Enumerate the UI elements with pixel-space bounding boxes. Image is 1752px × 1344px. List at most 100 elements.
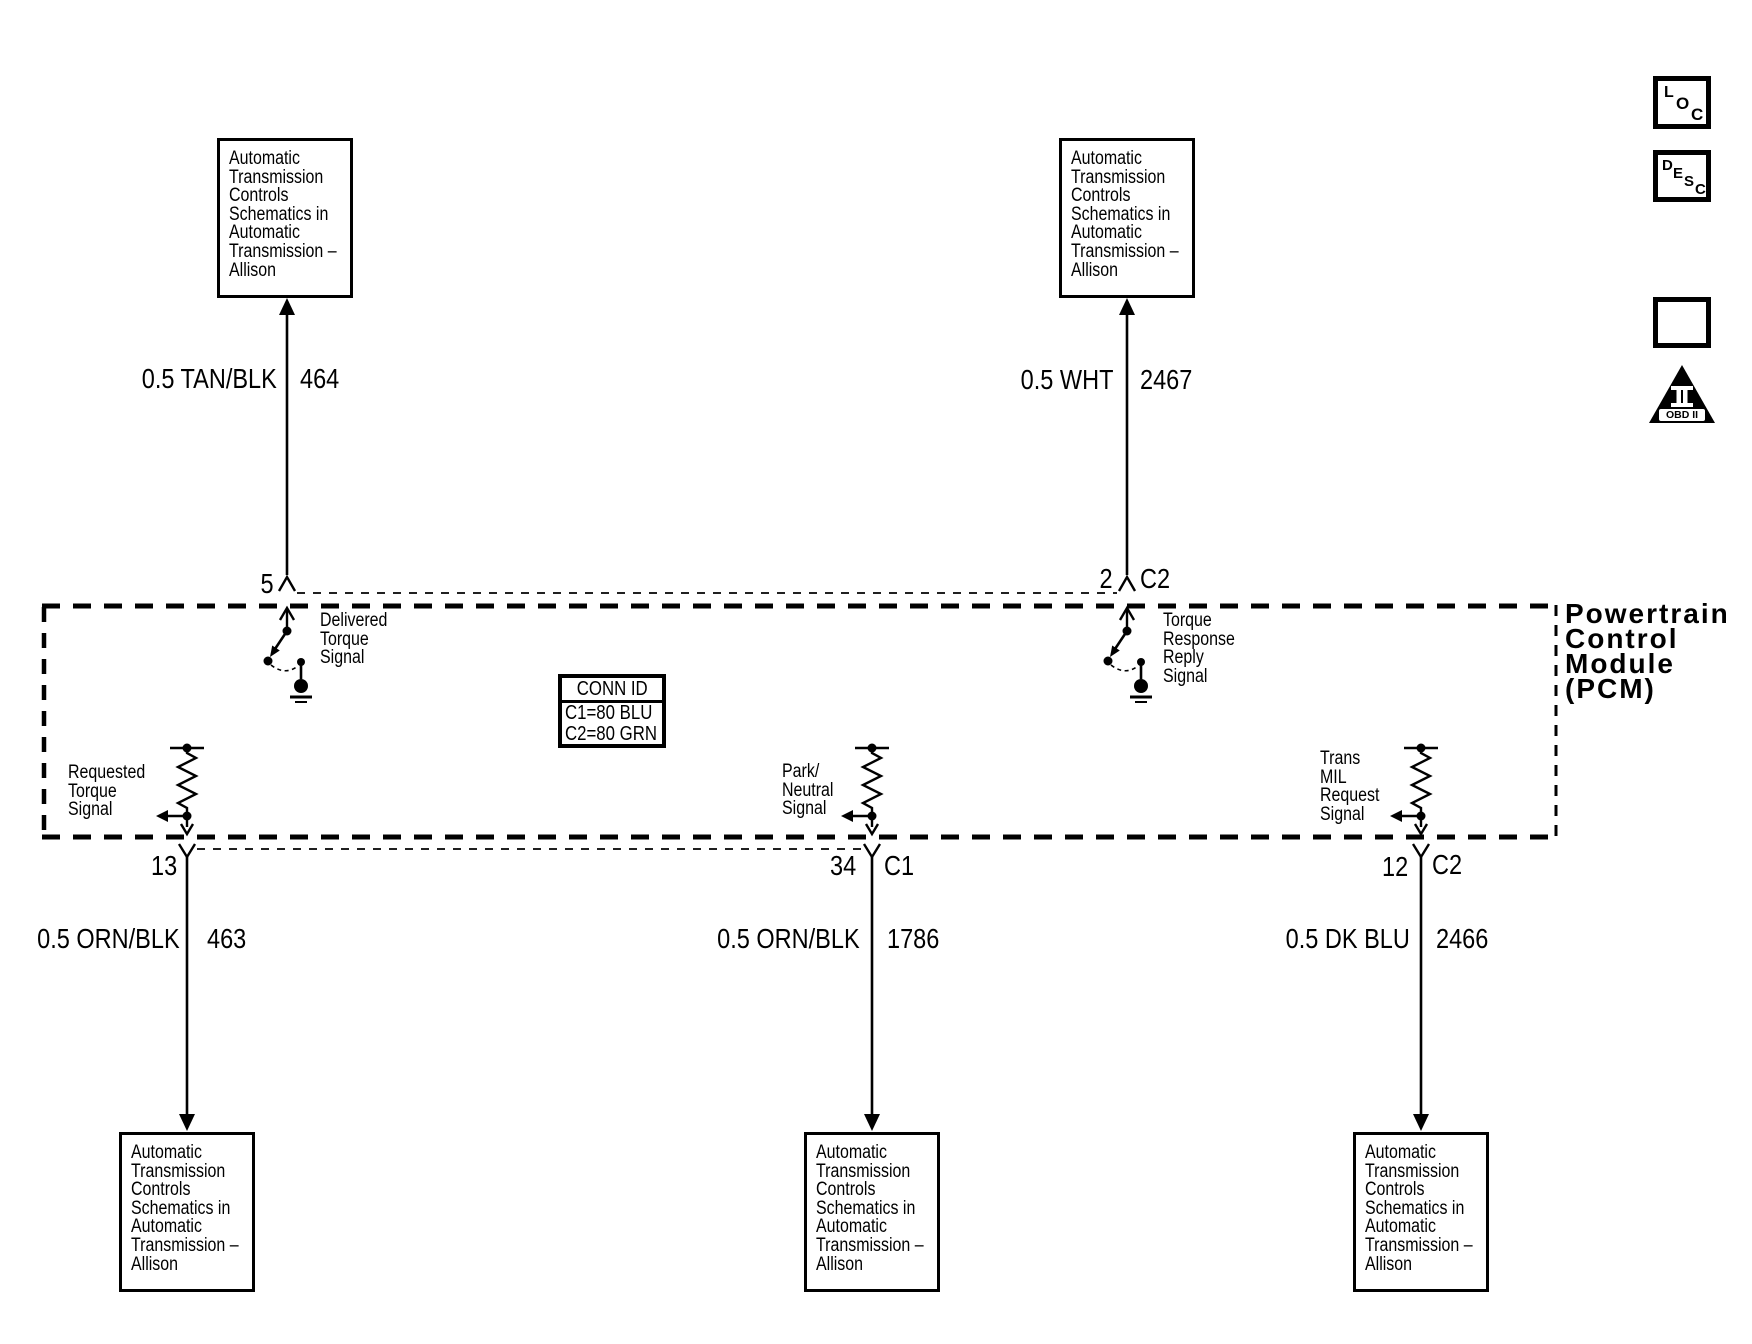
text-line: Request [1320, 785, 1380, 807]
conn-id-value: C1=80 BLU [565, 702, 653, 724]
text-line: Signal [320, 647, 365, 669]
text-line: Transmission [131, 1160, 226, 1182]
conn-id-header: CONN ID [562, 678, 662, 703]
desc-letter: S [1684, 173, 1695, 190]
arrowhead-up-icon [279, 298, 295, 315]
arrowhead-open-up-icon [278, 605, 296, 621]
pin-number-13: 13 [146, 852, 177, 880]
text-line: Controls [1365, 1179, 1425, 1201]
switch-torque-response [1103, 605, 1152, 703]
resistor-requested-torque [156, 743, 204, 837]
text-line: Schematics in [1365, 1197, 1465, 1219]
obd2-triangle [1649, 365, 1715, 423]
obd2-icon [1649, 365, 1715, 423]
pin-number-12: 12 [1377, 853, 1408, 881]
pin-number-2: 2 [1097, 565, 1113, 593]
pin-number: 13 [150, 850, 177, 881]
pin-number: 2 [1099, 563, 1113, 594]
loc-letter: C [1691, 105, 1704, 124]
text-line: Transmission [1071, 166, 1166, 188]
circuit-number-top-left: 464 [300, 365, 347, 393]
text-line: Torque [1163, 610, 1212, 631]
arrowhead-open-down-icon [864, 823, 880, 837]
pin-number: 34 [829, 850, 856, 881]
switch-throw-arc [1110, 664, 1139, 672]
text-line: Controls [1071, 185, 1131, 207]
arrowhead-down-icon [1413, 1114, 1429, 1131]
text-line: Allison [1365, 1253, 1413, 1275]
roman-two-glyph [1671, 403, 1693, 407]
text-line: (PCM) [1565, 673, 1656, 704]
wire-color-label: 0.5 ORN/BLK [717, 923, 860, 954]
arrowhead-left-icon [841, 810, 853, 822]
text-line: Allison [816, 1253, 864, 1275]
text-line: Automatic [131, 1142, 202, 1163]
wire-color-label: 0.5 TAN/BLK [141, 363, 277, 394]
wire-bottom-right [1411, 843, 1431, 1131]
connector-id-c1-bottom: C1 [884, 852, 920, 880]
text-line: Transmission – [1365, 1234, 1473, 1256]
wire-color-label: 0.5 DK BLU [1285, 923, 1410, 954]
ground-dot [294, 679, 308, 693]
connector-y-pin2 [1117, 574, 1137, 592]
text-line: Park/ [782, 761, 820, 782]
resistor-park-neutral [841, 743, 889, 837]
wire-label-top-left: 0.5 TAN/BLK [116, 365, 277, 393]
connector-id-c2-bottom: C2 [1432, 851, 1468, 879]
connector-id: C1 [884, 850, 915, 881]
pin-number: 12 [1381, 851, 1408, 882]
text-line: Allison [1071, 259, 1119, 281]
text-line: Automatic [1365, 1142, 1436, 1163]
conn-id-title: CONN ID [576, 678, 648, 700]
arrowhead-icon [1110, 645, 1120, 657]
arrowhead-icon [270, 645, 280, 657]
desc-button[interactable]: D E S C [1653, 150, 1711, 202]
text-line: Automatic [131, 1216, 202, 1238]
text-line: Transmission – [229, 240, 337, 262]
wire-top-right [1117, 298, 1137, 592]
roman-two-glyph [1676, 390, 1681, 403]
wire-color-label: 0.5 WHT [1020, 364, 1113, 395]
text-line: Automatic [1071, 148, 1142, 169]
connector-y-pin5 [277, 574, 297, 592]
switch-throw-arc [270, 664, 299, 672]
text-line: Automatic [1071, 222, 1142, 244]
circuit-number-top-right: 2467 [1140, 366, 1202, 394]
circuit-number: 464 [300, 363, 340, 394]
text-line: Response [1163, 628, 1235, 650]
loc-letter: L [1664, 84, 1674, 101]
arrowhead-open-up-icon [1118, 605, 1136, 621]
text-line: Controls [229, 185, 289, 207]
desc-letter: E [1673, 165, 1684, 182]
connector-y-pin12 [1411, 843, 1431, 860]
back-button[interactable] [1653, 297, 1711, 348]
roman-two-glyph [1683, 390, 1688, 403]
wire-label-bottom-left: 0.5 ORN/BLK [10, 925, 180, 953]
arrowhead-down-icon [864, 1114, 880, 1131]
circuit-number-bottom-right: 2466 [1436, 925, 1498, 953]
text-line: Requested [68, 762, 146, 783]
resistor-zigzag [175, 748, 199, 812]
text-line: Torque [68, 780, 117, 802]
text-line: Transmission – [816, 1234, 924, 1256]
roman-two-glyph [1671, 386, 1693, 390]
text-line: Transmission [816, 1160, 911, 1182]
arrowhead-open-down-icon [179, 823, 195, 837]
text-line: Reply [1163, 647, 1204, 669]
text-line: Controls [131, 1179, 191, 1201]
loc-button[interactable]: L O C [1653, 76, 1711, 129]
loc-letter: O [1676, 94, 1690, 113]
resistor-zigzag [1409, 748, 1433, 812]
